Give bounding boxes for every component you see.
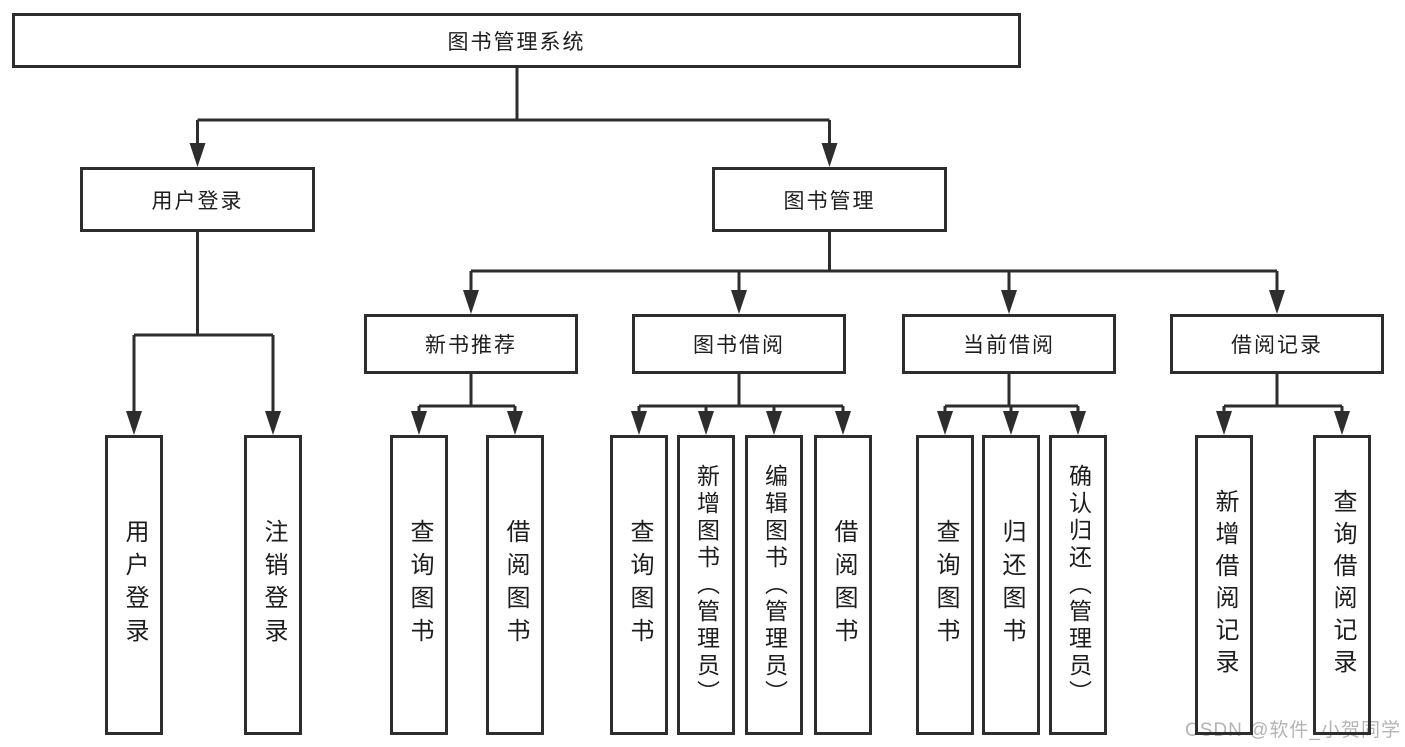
leaf-return-books: 归还图书 bbox=[982, 435, 1040, 735]
watermark: CSDN @软件_小贺同学 bbox=[1185, 720, 1401, 741]
leaf-borrow-books-recommend: 借阅图书 bbox=[486, 435, 544, 735]
leaf-borrow-books: 借阅图书 bbox=[814, 435, 872, 735]
node-user-login: 用户登录 bbox=[80, 167, 315, 232]
leaf-user-login: 用户登录 bbox=[105, 435, 163, 735]
leaf-query-books-current: 查询图书 bbox=[916, 435, 974, 735]
node-book-management: 图书管理 bbox=[712, 167, 947, 232]
node-new-book-recommend: 新书推荐 bbox=[364, 314, 578, 374]
node-current-borrow: 当前借阅 bbox=[902, 314, 1116, 374]
node-book-borrow: 图书借阅 bbox=[632, 314, 846, 374]
leaf-logout: 注销登录 bbox=[244, 435, 302, 735]
node-root-library-system: 图书管理系统 bbox=[12, 13, 1021, 68]
leaf-query-borrow-record: 查询借阅记录 bbox=[1313, 435, 1371, 735]
leaf-confirm-return-admin: 确认归还（管理员） bbox=[1049, 435, 1107, 735]
arrowheads bbox=[126, 143, 1350, 435]
leaf-edit-books-admin: 编辑图书（管理员） bbox=[745, 435, 803, 735]
leaf-query-books-borrow: 查询图书 bbox=[610, 435, 668, 735]
node-borrow-records: 借阅记录 bbox=[1170, 314, 1384, 374]
leaf-add-books-admin: 新增图书（管理员） bbox=[677, 435, 735, 735]
leaf-query-books-recommend: 查询图书 bbox=[390, 435, 448, 735]
leaf-add-borrow-record: 新增借阅记录 bbox=[1195, 435, 1253, 735]
